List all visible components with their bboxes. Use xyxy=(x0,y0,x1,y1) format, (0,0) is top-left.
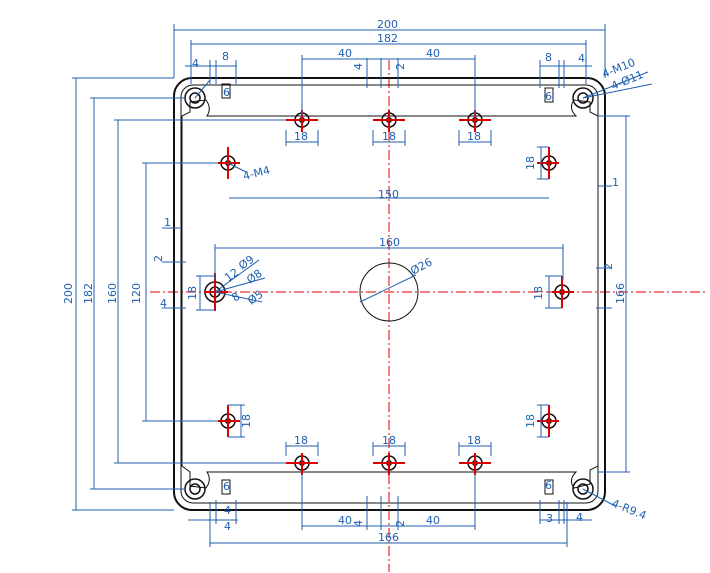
dim-top-right-6: 6 xyxy=(545,90,552,103)
boss-right-upper xyxy=(537,147,559,179)
dim-left-1: 1 xyxy=(164,216,171,229)
label-4-m4: 4-M4 xyxy=(242,164,272,183)
dim-left-2: 2 xyxy=(152,255,165,262)
pad-top-right xyxy=(544,87,554,103)
dim-top-left-8: 8 xyxy=(222,50,229,63)
dimension-lines xyxy=(72,24,653,547)
central-knockout-circle xyxy=(359,262,419,322)
dim-160-width: 160 xyxy=(379,236,400,249)
dim-bottom-4: 4 xyxy=(352,520,365,527)
dim-right-2: 2 xyxy=(602,263,615,270)
dim-top-left-4: 4 xyxy=(192,57,199,70)
dim-bottom-40-left: 40 xyxy=(338,514,352,527)
dim-left-lower-18: 18 xyxy=(240,414,253,428)
dim-boss-18-top-right: 18 xyxy=(467,130,481,143)
dim-height-200: 200 xyxy=(62,283,75,304)
dim-right-1: 1 xyxy=(612,176,619,189)
boss-top-center xyxy=(373,110,405,132)
dim-bottom-2: 2 xyxy=(394,520,407,527)
dim-150: 150 xyxy=(378,188,399,201)
corner-hole-bottom-left xyxy=(184,478,206,500)
dim-boss-18-top-center: 18 xyxy=(382,130,396,143)
dim-top-40-right: 40 xyxy=(426,47,440,60)
dim-bottom-left-6: 6 xyxy=(223,480,230,493)
boss-right-lower xyxy=(537,405,559,437)
dim-width-182: 182 xyxy=(377,32,398,45)
dim-top-2: 2 xyxy=(394,63,407,70)
dim-bottom-right-4: 4 xyxy=(576,511,583,524)
boss-right-middle xyxy=(552,276,574,308)
dim-right-166: 166 xyxy=(614,283,627,304)
pad-top-left xyxy=(221,83,231,99)
dim-bottom-left-4: 4 xyxy=(224,504,231,517)
dim-boss-18-top-left: 18 xyxy=(294,130,308,143)
boss-bottom-left xyxy=(286,453,318,475)
label-phi5: Ø5 xyxy=(245,288,265,308)
dim-boss-18-bottom-right: 18 xyxy=(467,434,481,447)
dim-width-166: 166 xyxy=(378,531,399,544)
dimension-texts: 200 182 40 4 2 40 8 4 6 8 4 6 4-M10 4-Ø1… xyxy=(62,18,648,544)
dim-top-4: 4 xyxy=(352,63,365,70)
dim-boss-18-bottom-center: 18 xyxy=(382,434,396,447)
label-phi26: Ø26 xyxy=(408,256,434,278)
dim-boss-18-bottom-left: 18 xyxy=(294,434,308,447)
dim-right-middle-18: 18 xyxy=(532,286,545,300)
dim-bottom-right-6: 6 xyxy=(545,479,552,492)
dim-top-right-4: 4 xyxy=(578,52,585,65)
boss-bottom-center xyxy=(373,453,405,475)
boss-bottom-right xyxy=(459,453,491,475)
enclosure-outer-outline xyxy=(173,77,606,511)
dim-bottom-40-right: 40 xyxy=(426,514,440,527)
label-4-r9-4: 4-R9.4 xyxy=(610,497,648,523)
dim-right-lower-18: 18 xyxy=(524,414,537,428)
pad-bottom-right xyxy=(544,479,554,495)
pad-bottom-left xyxy=(221,479,231,495)
dim-top-40-left: 40 xyxy=(338,47,352,60)
corner-hole-bottom-right xyxy=(572,478,594,500)
dim-height-160: 160 xyxy=(106,283,119,304)
boss-left-lower xyxy=(218,405,240,437)
dim-top-right-8: 8 xyxy=(545,51,552,64)
dim-bottom-right-3: 3 xyxy=(546,512,553,525)
dim-height-182: 182 xyxy=(82,283,95,304)
dim-right-upper-18: 18 xyxy=(524,156,537,170)
dim-width-200: 200 xyxy=(377,18,398,31)
dim-left-18: 18 xyxy=(186,286,199,300)
corner-hole-top-right xyxy=(572,87,594,109)
label-12: 12 xyxy=(222,266,241,285)
dim-bottom-left-4b: 4 xyxy=(224,520,231,533)
dim-top-left-6: 6 xyxy=(223,86,230,99)
dim-height-120: 120 xyxy=(130,283,143,304)
dim-left-4: 4 xyxy=(160,297,167,310)
